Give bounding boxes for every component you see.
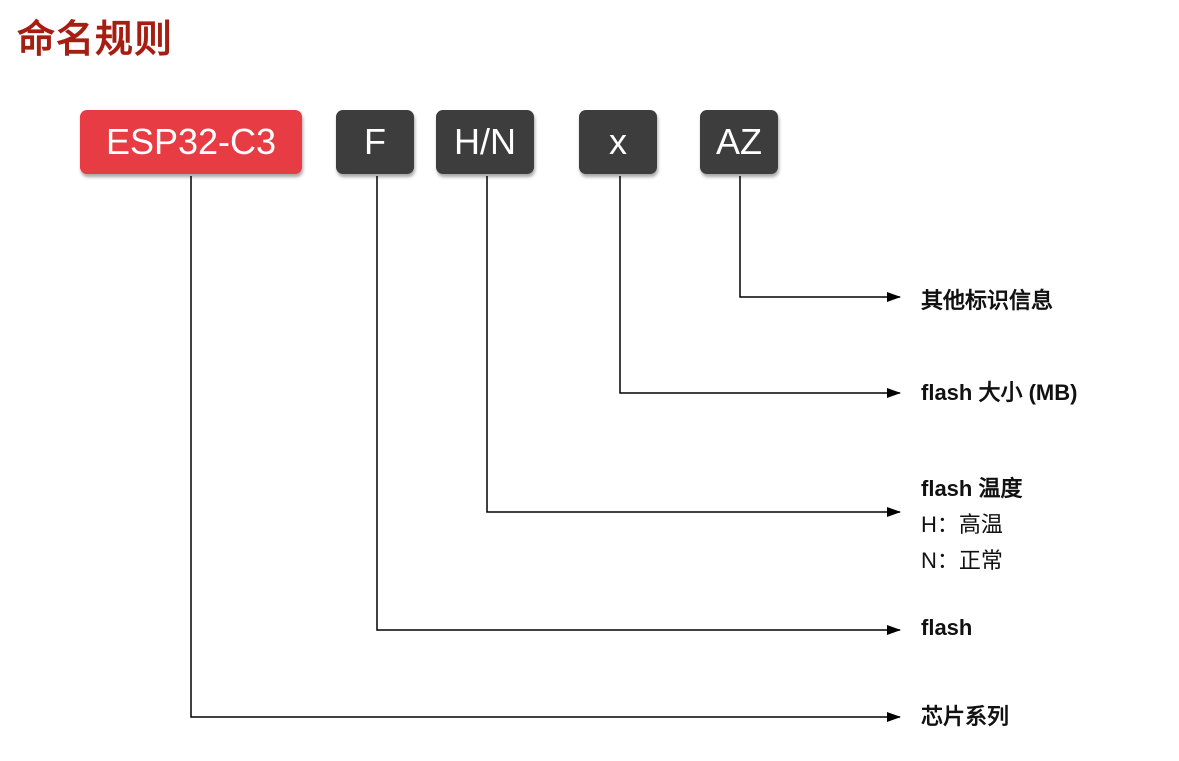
segment-temperature: H/N (436, 110, 534, 174)
connector-other (739, 176, 901, 302)
segment-flash: F (336, 110, 414, 174)
segment-other: AZ (700, 110, 778, 174)
segment-flash-size: x (579, 110, 657, 174)
connector-size (619, 176, 901, 398)
connector-temp (486, 176, 901, 517)
segment-chip-series: ESP32-C3 (80, 110, 302, 174)
label-temp-normal: N：正常 (921, 548, 1003, 573)
label-temp-title: flash 温度 (921, 476, 1023, 501)
connector-series (190, 176, 901, 722)
page-title: 命名规则 (17, 16, 174, 61)
connector-flash (376, 176, 901, 635)
label-chip-series: 芯片系列 (921, 704, 1010, 729)
label-flash: flash (921, 615, 973, 640)
label-temp-high: H：高温 (921, 512, 1003, 537)
label-flash-size: flash 大小 (MB) (921, 380, 1078, 405)
label-other: 其他标识信息 (921, 288, 1054, 313)
